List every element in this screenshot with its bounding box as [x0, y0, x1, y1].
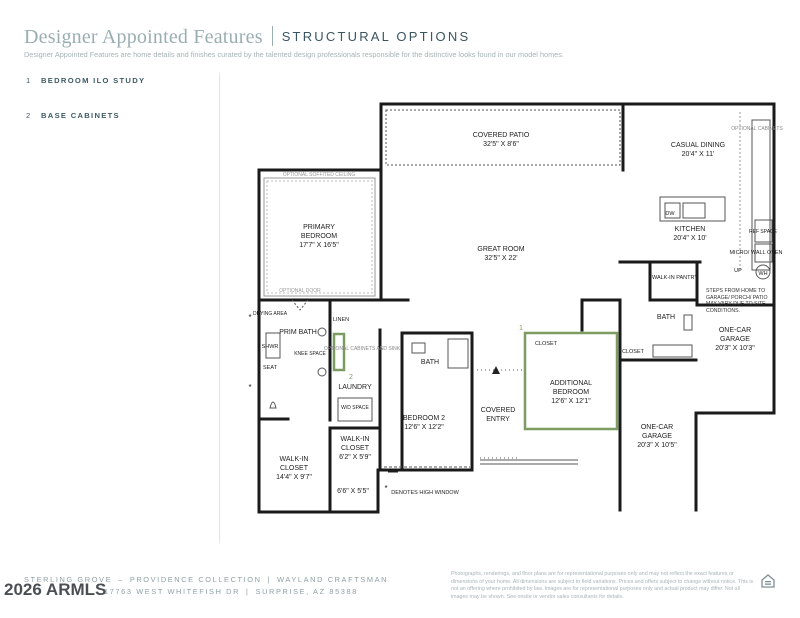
plan-labels: COVERED PATIO 32'5" X 8'6" CASUAL DINING… [248, 126, 783, 496]
walk-in-closet-small-label-2: CLOSET [341, 445, 370, 452]
page-header: Designer Appointed Features STRUCTURAL OP… [24, 26, 470, 49]
one-car-garage-2-label-1: ONE-CAR [641, 424, 673, 431]
optional-cabinets-top: OPTIONAL CABINETS [731, 126, 783, 132]
entry-arrow-icon [492, 366, 500, 374]
option-number: 2 [26, 111, 32, 120]
window-star-1: * [248, 313, 251, 322]
footer-address: STERLING GROVE–PROVIDENCE COLLECTION|WAY… [24, 574, 388, 598]
up-label: UP [734, 268, 742, 274]
walk-in-pantry-label: WALK-IN PANTRY [652, 275, 698, 281]
bedroom2-label: BEDROOM 2 [403, 415, 445, 422]
shwr-label: SHWR [262, 344, 279, 350]
bath-right-label: BATH [657, 314, 675, 321]
soffited-ceiling-note: OPTIONAL SOFFITED CEILING [283, 172, 356, 178]
walk-in-closet-small-dims: 6'2" X 5'9" [339, 454, 371, 461]
high-window-note: DENOTES HIGH WINDOW [391, 490, 459, 496]
primary-bedroom-dims: 17'7" X 16'5" [299, 242, 339, 249]
bedroom2-dims: 12'6" X 12'2" [404, 424, 444, 431]
one-car-garage-2-label-2: GARAGE [642, 433, 672, 440]
dw-label: DW [665, 211, 675, 217]
optional-door-note: OPTIONAL DOOR [279, 288, 321, 294]
community-name: STERLING GROVE [24, 575, 113, 584]
plan-walls [257, 102, 776, 514]
disclaimer-text: Photographs, renderings, and floor plans… [451, 571, 754, 600]
option-label: BASE CABINETS [41, 111, 120, 120]
additional-bedroom-highlight [523, 331, 619, 431]
high-window-star: * [384, 484, 387, 493]
ref-space-label: REF SPACE [749, 229, 778, 235]
steps-note-text: STEPS FROM HOME TO GARAGE/ PORCH/ PATIO … [706, 288, 768, 314]
small-dims-label: 6'6" X 5'5" [337, 488, 369, 495]
one-car-garage-1-label-2: GARAGE [720, 336, 750, 343]
window-star-2: * [248, 383, 251, 392]
one-car-garage-1-label-1: ONE-CAR [719, 327, 751, 334]
closet-right-label: CLOSET [622, 349, 645, 355]
covered-patio-dims: 32'5" X 8'6" [483, 141, 519, 148]
kitchen-dims: 20'4" X 10' [673, 235, 706, 242]
great-room-dims: 32'5" X 22' [484, 255, 517, 262]
knee-space-label: KNEE SPACE [294, 351, 326, 357]
closet-add-label: CLOSET [535, 341, 558, 347]
intro-text: Designer Appointed Features are home det… [24, 50, 564, 59]
steps-note: STEPS FROM HOME TO GARAGE/ PORCH/ PATIO … [706, 288, 768, 314]
plan-name: WAYLAND CRAFTSMAN [277, 575, 389, 584]
covered-entry-label-1: COVERED [481, 407, 516, 414]
kitchen-label: KITCHEN [675, 226, 706, 233]
additional-bedroom-label-1: ADDITIONAL [550, 380, 592, 387]
option-item-2: 2 BASE CABINETS [26, 111, 120, 120]
equal-housing-icon [761, 574, 775, 588]
page-title: Designer Appointed Features [24, 26, 263, 48]
walk-in-closet-big-label-2: CLOSET [280, 465, 309, 472]
wh-label: WH [758, 271, 767, 277]
wd-space-label: W/D SPACE [341, 405, 369, 411]
covered-patio-label: COVERED PATIO [473, 132, 530, 139]
micro-wall-oven-label: MICRO/ WALL OVEN [729, 250, 782, 256]
great-room-label: GREAT ROOM [477, 246, 524, 253]
walk-in-closet-big-label-1: WALK-IN [280, 456, 309, 463]
sidebar-divider [219, 73, 220, 543]
base-cabinets-highlight [332, 332, 346, 372]
footer-line-1: STERLING GROVE–PROVIDENCE COLLECTION|WAY… [24, 575, 389, 584]
collection-name: PROVIDENCE COLLECTION [129, 575, 262, 584]
footer-line-2: 17763 WEST WHITEFISH DR|SURPRISE, AZ 853… [104, 587, 358, 596]
option-item-1: 1 BEDROOM ILO STUDY [26, 76, 145, 85]
additional-bedroom-dims: 12'6" X 12'1" [551, 398, 591, 405]
optional-cabinets-sink-label: OPTIONAL CABINETS AND SINK [324, 346, 401, 352]
page-subtitle: STRUCTURAL OPTIONS [281, 29, 471, 44]
covered-entry-label-2: ENTRY [486, 416, 510, 423]
primary-bedroom-label-1: PRIMARY [303, 224, 335, 231]
option-label: BEDROOM ILO STUDY [41, 76, 146, 85]
option-number: 1 [26, 76, 32, 85]
option-marker-1: 1 [519, 325, 523, 332]
additional-bedroom-label-2: BEDROOM [553, 389, 589, 396]
linen-label: LINEN [333, 317, 349, 323]
title-divider [271, 26, 273, 46]
casual-dining-label: CASUAL DINING [671, 142, 725, 149]
primary-bedroom-label-2: BEDROOM [301, 233, 337, 240]
option-marker-2: 2 [349, 374, 353, 381]
armls-watermark: 2026 ARMLS [4, 580, 107, 599]
drying-area-label: DRYING AREA [253, 311, 288, 317]
city-state: SURPRISE, AZ 85388 [255, 587, 358, 596]
bath-mid-label: BATH [421, 359, 439, 366]
casual-dining-dims: 20'4" X 11' [682, 151, 715, 158]
laundry-label: LAUNDRY [338, 384, 372, 391]
seat-label: SEAT [263, 365, 278, 371]
prim-bath-label: PRIM BATH [279, 329, 317, 336]
walk-in-closet-big-dims: 14'4" X 9'7" [276, 474, 312, 481]
one-car-garage-2-dims: 20'3" X 10'5" [637, 442, 677, 449]
one-car-garage-1-dims: 20'3" X 10'3" [715, 345, 755, 352]
street-address: 17763 WEST WHITEFISH DR [104, 587, 241, 596]
plan-details [263, 109, 773, 468]
walk-in-closet-small-label-1: WALK-IN [341, 436, 370, 443]
